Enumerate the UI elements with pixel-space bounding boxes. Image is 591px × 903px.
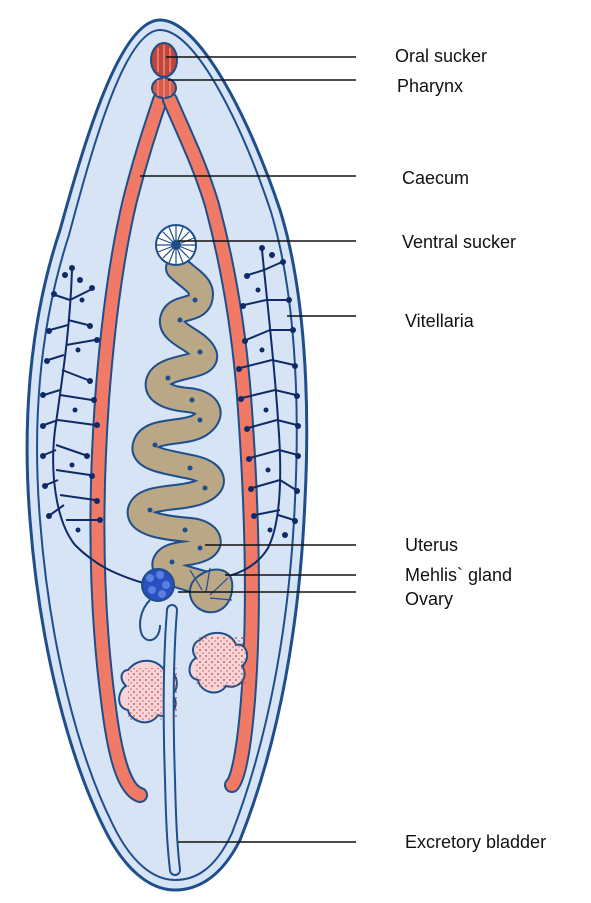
label-excretory-bladder: Excretory bladder [405, 832, 547, 852]
mehlis-gland [189, 567, 234, 614]
label-pharynx: Pharynx [397, 76, 464, 96]
vitellaria-right [199, 245, 301, 583]
label-uterus: Uterus [405, 535, 459, 555]
excretory-bladder [162, 604, 181, 876]
ventral-sucker [155, 224, 197, 266]
uterus [126, 255, 225, 613]
testis-right [188, 631, 249, 694]
label-ventral-sucker: Ventral sucker [402, 232, 517, 252]
caecum [89, 92, 260, 803]
oral-sucker [150, 42, 178, 78]
label-ovary: Ovary [405, 589, 454, 609]
label-vitellaria: Vitellaria [405, 311, 474, 331]
vitellaria-left [40, 265, 151, 586]
label-oral-sucker: Oral sucker [395, 46, 488, 66]
pharynx [151, 77, 177, 99]
label-caecum: Caecum [402, 168, 470, 188]
leader-lines [140, 56, 356, 843]
ovary [139, 568, 175, 642]
label-mehlis-gland: Mehlis` gland [405, 565, 513, 585]
